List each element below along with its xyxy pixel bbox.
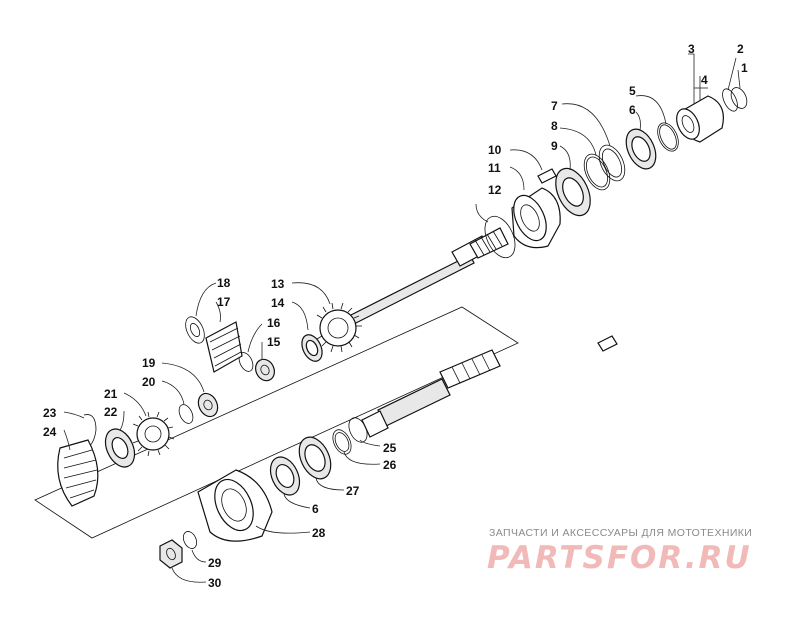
callout-21: 21 [104,387,118,401]
part-9-bearing [555,167,591,217]
part-13-gear [316,302,362,353]
callout-26: 26 [383,458,397,472]
callout-2: 2 [737,42,744,56]
part-14-bearing [301,334,323,362]
callout-labels: 1 2 3 4 5 6 7 8 9 10 11 12 13 14 15 16 1… [43,42,748,590]
callout-10: 10 [488,143,502,157]
callout-4: 4 [701,73,708,87]
part-12-o-ring [484,215,516,259]
callout-11: 11 [488,161,501,175]
callout-30: 30 [208,576,222,590]
callout-27: 27 [346,484,360,498]
part-28-flange-housing [197,469,273,542]
watermark-tagline: ЗАПЧАСТИ И АКСЕССУАРЫ ДЛЯ МОТОТЕХНИКИ [489,527,753,539]
callout-7: 7 [551,99,558,113]
callout-15: 15 [267,335,281,349]
callout-9: 9 [551,139,558,153]
leader-lines [63,53,741,583]
part-27-bearing [298,436,332,480]
part-1-snap-ring [730,87,748,109]
part-6-seal-lower [269,456,301,496]
part-18-shim [185,316,205,344]
main-shaft [344,227,509,327]
part-15-nut [255,358,275,382]
callout-3: 3 [688,42,695,56]
watermark-logo: PARTSFOR.RU [487,540,752,576]
callout-20: 20 [142,375,156,389]
callout-14: 14 [271,296,285,310]
callout-25: 25 [383,441,397,455]
part-22-bearing [104,428,136,468]
callout-18: 18 [217,276,231,290]
callout-22: 22 [104,405,118,419]
callout-1: 1 [741,61,748,75]
callout-8: 8 [551,119,558,133]
callout-5: 5 [629,84,636,98]
part-24-ring-gear [57,439,99,507]
part-3-4-housing [676,95,724,143]
callout-17: 17 [217,295,231,309]
part-7-8-washers [583,144,626,191]
loose-screw [597,335,618,352]
callout-6-lower: 6 [312,502,319,516]
part-25-26-washers [332,417,368,455]
callout-28: 28 [312,526,326,540]
part-2-ring [722,88,738,112]
callout-23: 23 [43,406,57,420]
part-19-20-nut-washer [178,392,219,424]
part-29-washer [182,531,198,549]
callout-16: 16 [267,316,281,330]
callout-24: 24 [43,425,57,439]
callout-6: 6 [629,103,636,117]
callout-29: 29 [208,556,222,570]
lower-assembly-outline [34,306,519,539]
part-6-seal-upper [625,128,657,170]
part-30-nut [159,539,183,569]
part-21-pinion-gear [132,411,175,457]
callout-19: 19 [142,356,156,370]
lower-shaft [361,349,501,438]
part-11-flange-housing [511,187,561,249]
part-5-o-ring [657,122,679,152]
callout-13: 13 [271,277,285,291]
part-10-bolt [537,168,557,184]
part-17-bevel-gear [205,321,243,373]
callout-12: 12 [488,183,502,197]
